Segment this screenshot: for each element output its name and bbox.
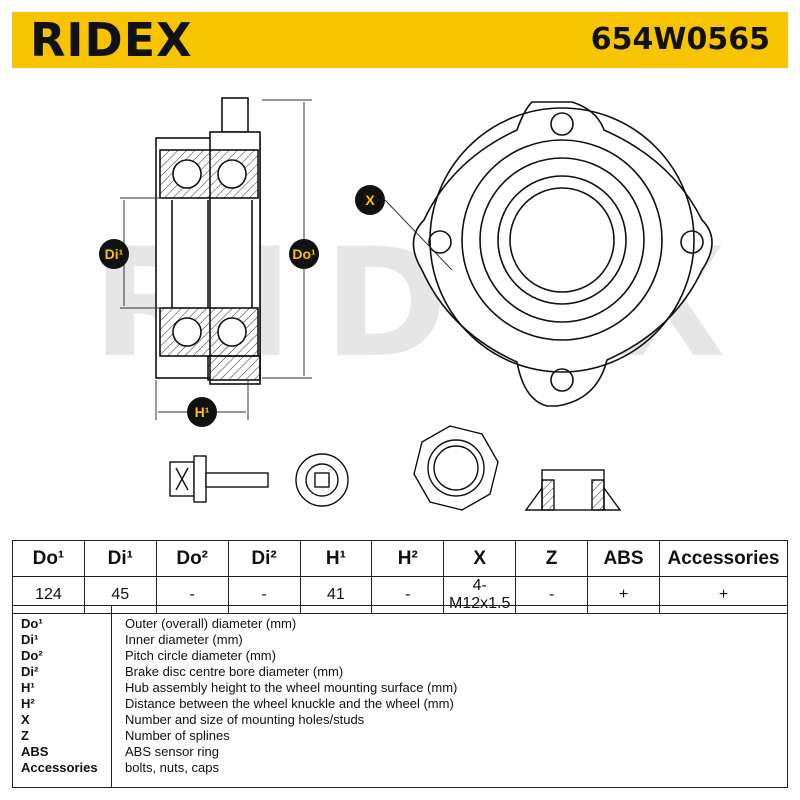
spec-header-cell: Di¹ (83, 540, 157, 577)
legend-key: Accessories (21, 760, 98, 775)
legend-key: Do² (21, 648, 43, 663)
spec-value-cell: + (659, 576, 788, 614)
legend-key: Di¹ (21, 632, 39, 647)
h1-label: H¹ (195, 404, 210, 420)
do1-label: Do¹ (292, 246, 316, 262)
legend-row: Z Number of splines (13, 728, 789, 744)
legend-row: X Number and size of mounting holes/stud… (13, 712, 789, 728)
legend-key: Z (21, 728, 29, 743)
legend-divider (111, 606, 112, 787)
spec-value-row: 124 45 - - 41 - 4-M12x1.5 - + + (12, 576, 788, 614)
legend-row: ABS ABS sensor ring (13, 744, 789, 760)
nut-drawing (413, 425, 499, 511)
legend-row: Accessories bolts, nuts, caps (13, 760, 789, 776)
spec-header-cell: X (443, 540, 517, 577)
technical-drawing: RIDEX Di¹ Do¹ (92, 97, 726, 511)
spec-value-cell: - (371, 576, 445, 614)
legend-row: H¹ Hub assembly height to the wheel moun… (13, 680, 789, 696)
legend-desc: Hub assembly height to the wheel mountin… (125, 680, 458, 695)
legend-desc: Number and size of mounting holes/studs (125, 712, 365, 727)
spec-value-cell: + (587, 576, 660, 614)
spec-value-cell: 41 (299, 576, 373, 614)
legend-desc: Number of splines (125, 728, 230, 743)
legend-desc: Inner diameter (mm) (125, 632, 243, 647)
x-leader-line (384, 199, 453, 271)
header-bar: RIDEX 654W0565 (12, 12, 788, 68)
bolt-drawing (169, 455, 269, 503)
legend-row: Di¹ Inner diameter (mm) (13, 632, 789, 648)
legend-row: H² Distance between the wheel knuckle an… (13, 696, 789, 712)
x-label: X (365, 192, 375, 208)
spec-header-cell: ABS (587, 540, 660, 577)
spec-header-cell: Di² (227, 540, 301, 577)
legend-row: Do¹ Outer (overall) diameter (mm) (13, 616, 789, 632)
part-number: 654W0565 (590, 22, 770, 57)
brand-logo: RIDEX (30, 13, 193, 67)
spec-value-cell: - (227, 576, 301, 614)
legend-desc: Brake disc centre bore diameter (mm) (125, 664, 344, 679)
spec-header-row: Do¹ Di¹ Do² Di² H¹ H² X Z ABS Accessorie… (12, 540, 788, 577)
spec-header-cell: Accessories (659, 540, 788, 577)
legend-desc: Pitch circle diameter (mm) (125, 648, 276, 663)
spec-header-cell: H² (371, 540, 445, 577)
legend-row: Do² Pitch circle diameter (mm) (13, 648, 789, 664)
do1-label-badge (289, 239, 319, 269)
washer-drawing (295, 453, 349, 507)
bearing-cross-section (155, 97, 261, 385)
legend-key: X (21, 712, 30, 727)
legend-desc: Outer (overall) diameter (mm) (125, 616, 297, 631)
h1-label-badge (187, 397, 217, 427)
legend-row: Di² Brake disc centre bore diameter (mm) (13, 664, 789, 680)
spec-header-cell: Z (515, 540, 588, 577)
spec-value-cell: - (155, 576, 229, 614)
legend-key: Di² (21, 664, 39, 679)
spec-value-cell: 124 (12, 576, 85, 614)
di1-label-badge (99, 239, 129, 269)
di1-label: Di¹ (105, 246, 124, 262)
legend-key: H² (21, 696, 35, 711)
legend-key: ABS (21, 744, 49, 759)
spec-value-cell: 45 (83, 576, 157, 614)
hub-front-view (412, 101, 713, 407)
x-label-badge (355, 185, 385, 215)
spec-value-cell: - (515, 576, 588, 614)
spec-header-cell: Do¹ (12, 540, 85, 577)
legend-key: Do¹ (21, 616, 43, 631)
legend-key: H¹ (21, 680, 35, 695)
legend-desc: bolts, nuts, caps (125, 760, 219, 775)
legend-box: Do¹ Outer (overall) diameter (mm) Di¹ In… (12, 605, 788, 788)
spec-header-cell: Do² (155, 540, 229, 577)
spec-header-cell: H¹ (299, 540, 373, 577)
spec-table: Do¹ Di¹ Do² Di² H¹ H² X Z ABS Accessorie… (12, 540, 788, 614)
legend-desc: Distance between the wheel knuckle and t… (125, 696, 454, 711)
cap-drawing (524, 469, 622, 511)
legend-desc: ABS sensor ring (125, 744, 219, 759)
